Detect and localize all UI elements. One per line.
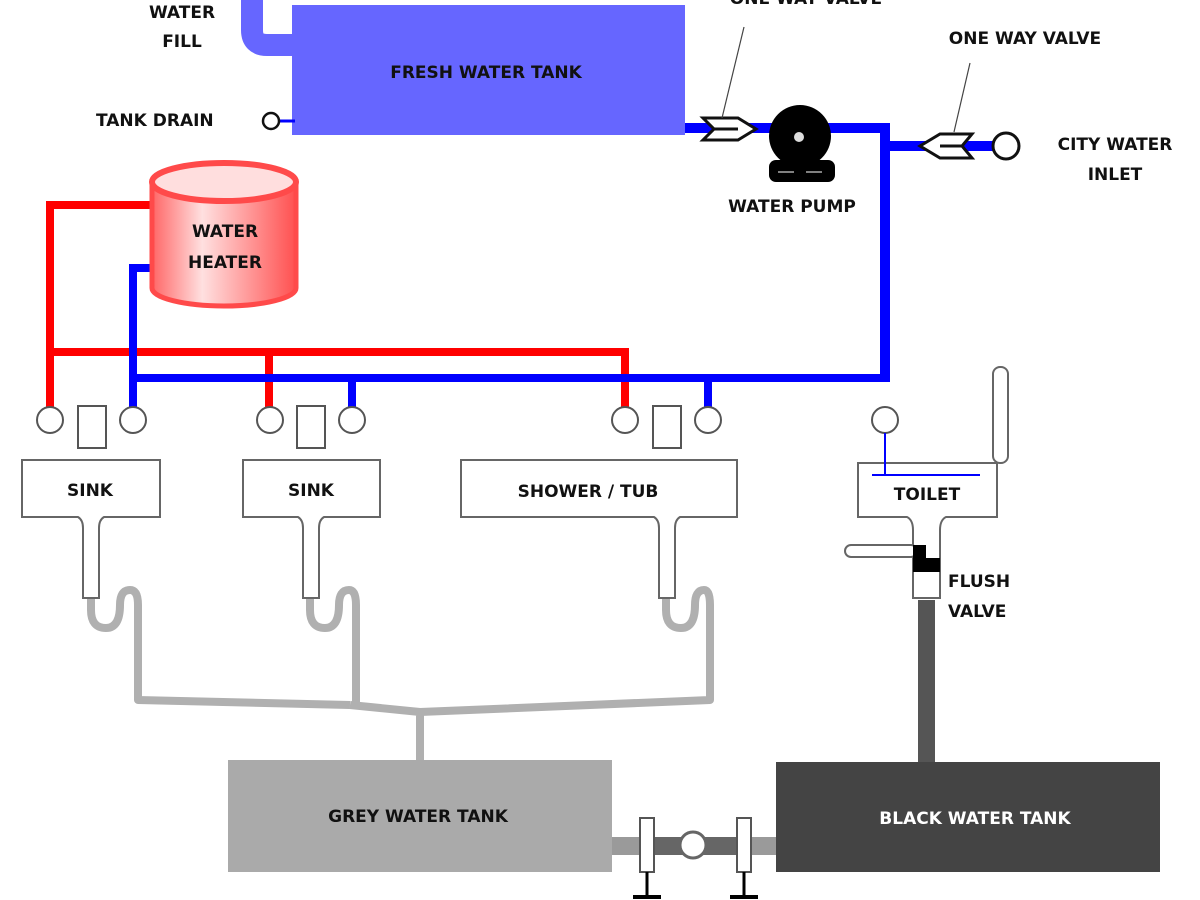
shower-tub-label: SHOWER / TUB (518, 482, 659, 502)
black-dump-valve-icon[interactable] (730, 817, 758, 899)
water-fill-label: WATER (149, 3, 215, 23)
tank-drain-valve-icon[interactable] (261, 111, 281, 131)
hot-water-pipe (46, 201, 152, 410)
toilet-bowl (857, 462, 998, 599)
flush-valve-lever[interactable] (844, 544, 918, 558)
water-heater (149, 160, 299, 309)
flush-valve-label: VALVE (948, 602, 1006, 622)
sink-label: SINK (67, 481, 114, 501)
water-fill-label: FILL (162, 32, 202, 52)
grey-water-tank (228, 760, 612, 872)
black-drain-pipe (918, 600, 935, 763)
city-water-inlet-icon[interactable] (991, 131, 1021, 161)
one-way-valve-label: ONE WAY VALVE (730, 0, 882, 9)
shower-tub-basin (460, 459, 738, 599)
grey-drain-pipes (87, 572, 714, 762)
water-pump-icon (769, 105, 835, 182)
fresh-water-tank (292, 5, 685, 135)
hot-tap-icon[interactable] (611, 406, 639, 434)
hot-water-pipe (50, 348, 629, 410)
cold-water-pipe (129, 264, 152, 410)
flush-valve-icon (913, 545, 940, 572)
one-way-valve-icon (917, 132, 976, 160)
faucet-valves (36, 405, 899, 449)
water-pump-label: WATER PUMP (728, 197, 856, 217)
faucet-icon (296, 405, 326, 449)
sink-label: SINK (288, 481, 335, 501)
tank-drain-label: TANK DRAIN (96, 111, 214, 131)
faucet-icon (652, 405, 682, 449)
cold-tap-icon[interactable] (338, 406, 366, 434)
black-water-tank (776, 762, 1160, 872)
grey-tank-label: GREY WATER TANK (328, 807, 509, 827)
water-fill-pipe (241, 0, 295, 56)
toilet-flush-handle[interactable] (992, 366, 1009, 464)
water-heater-label: HEATER (188, 253, 262, 273)
valve-leader-line (953, 62, 971, 133)
hot-tap-icon[interactable] (36, 406, 64, 434)
city-inlet-label: CITY WATER (1058, 135, 1173, 155)
grey-dump-valve-icon[interactable] (633, 817, 661, 899)
sink-basin (21, 459, 161, 599)
city-inlet-label: INLET (1088, 165, 1143, 185)
fresh-tank-label: FRESH WATER TANK (390, 63, 582, 83)
one-way-valve-label: ONE WAY VALVE (949, 29, 1101, 49)
cold-tap-icon[interactable] (694, 406, 722, 434)
hot-tap-icon[interactable] (256, 406, 284, 434)
valve-leader-line (721, 26, 745, 119)
water-heater-label: WATER (192, 222, 258, 242)
toilet-label: TOILET (894, 485, 961, 505)
toilet-supply-icon[interactable] (871, 406, 899, 434)
cold-tap-icon[interactable] (119, 406, 147, 434)
black-tank-label: BLACK WATER TANK (879, 809, 1071, 829)
faucet-icon (77, 405, 107, 449)
sink-basin (242, 459, 381, 599)
dump-outlet-icon (678, 830, 708, 860)
one-way-valve-icon (699, 116, 759, 142)
flush-valve-label: FLUSH (948, 572, 1010, 592)
